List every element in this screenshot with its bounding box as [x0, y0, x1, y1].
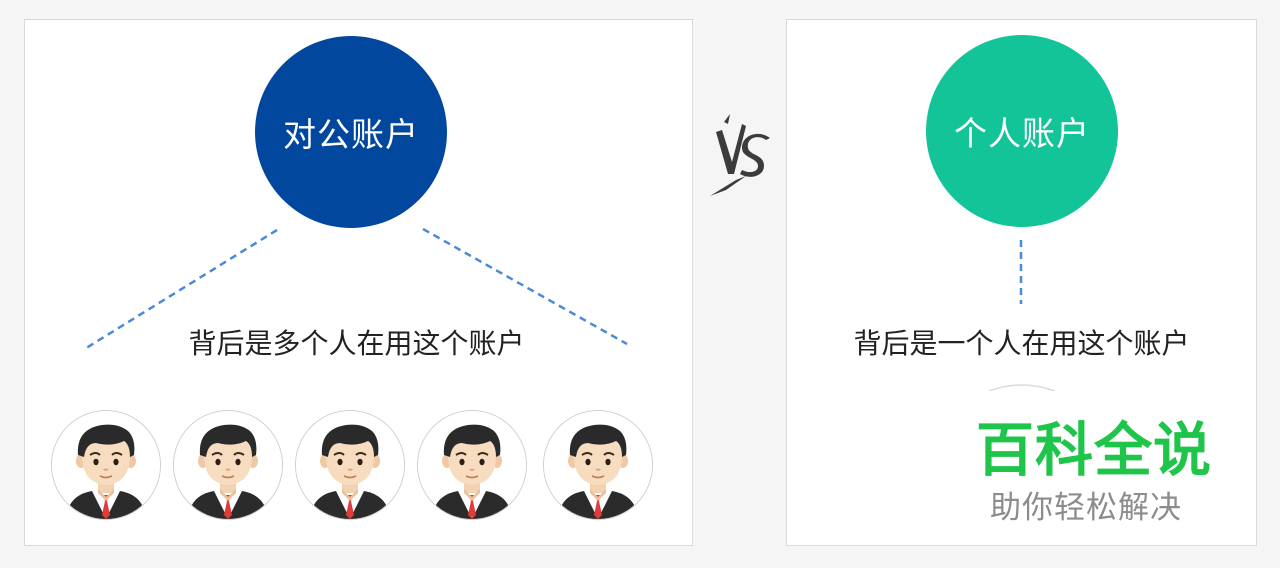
user-avatar [173, 410, 283, 520]
personal-caption: 背后是一个人在用这个账户 [853, 327, 1190, 360]
personal-account-circle: 个人账户 [926, 35, 1118, 227]
user-avatar [543, 410, 653, 520]
businessman-icon [52, 411, 160, 519]
corporate-account-panel: 对公账户 背后是多个人在用这个账户 [24, 19, 693, 546]
watermark-subtitle: 助你轻松解决 [990, 490, 1182, 526]
watermark-logo: 百科全说 助你轻松解决 [976, 414, 1216, 530]
businessman-icon [418, 411, 526, 519]
avatar-outline-partial [988, 384, 1056, 391]
personal-account-panel: 个人账户 背后是一个人在用这个账户 [786, 19, 1257, 546]
personal-account-label: 个人账户 [954, 114, 1090, 153]
user-avatar [295, 410, 405, 520]
corporate-caption: 背后是多个人在用这个账户 [188, 327, 525, 360]
businessman-icon [296, 411, 404, 519]
vs-brush-icon [710, 114, 770, 196]
watermark-title: 百科全说 [976, 416, 1213, 484]
user-avatar [51, 410, 161, 520]
user-avatar [417, 410, 527, 520]
corporate-account-circle: 对公账户 [255, 36, 447, 228]
corporate-account-label: 对公账户 [283, 115, 419, 154]
businessman-icon [544, 411, 652, 519]
businessman-icon [174, 411, 282, 519]
